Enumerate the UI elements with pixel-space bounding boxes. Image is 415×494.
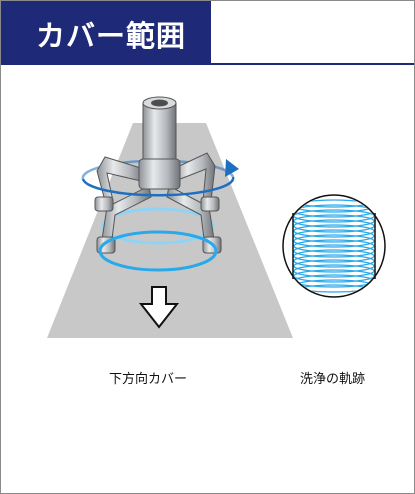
header-bar: カバー範囲 (1, 1, 211, 63)
caption-downward-coverage: 下方向カバー (109, 372, 188, 387)
header-rule (1, 63, 414, 65)
caption-wash-trajectory: 洗浄の軌跡 (300, 372, 366, 387)
rotation-arrowhead (225, 159, 239, 177)
rotation-arrow (81, 176, 235, 197)
coverage-ring (98, 230, 218, 272)
down-arrow-icon (138, 286, 180, 329)
wash-trajectory-figure (282, 194, 386, 298)
nozzle-body (138, 96, 181, 190)
spray-cone (47, 123, 293, 338)
header-title: カバー範囲 (36, 19, 187, 53)
coverage-ring-back (101, 207, 215, 245)
